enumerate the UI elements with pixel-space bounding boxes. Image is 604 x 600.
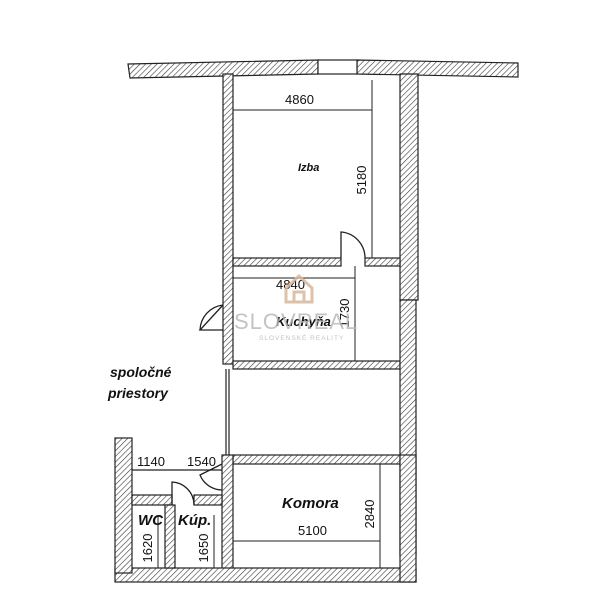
room-label-kuchyna: Kuchyňa — [276, 314, 331, 329]
izba-door-icon — [340, 231, 366, 259]
doors — [171, 231, 366, 506]
room-label-izba: Izba — [298, 162, 319, 174]
common-area-line1: spoločné — [110, 364, 172, 380]
watermark: SLOVREAL SLOVENSKÉ REALITY — [234, 273, 358, 342]
dim-izba-width: 4860 — [285, 92, 314, 107]
dim-komora-width: 5100 — [298, 523, 327, 538]
kup-top-wall — [193, 494, 223, 506]
room-label-komora: Komora — [282, 495, 339, 512]
dim-kup-length: 1650 — [196, 534, 211, 563]
wc-top-wall — [131, 494, 173, 506]
wall-izba-kuchyna — [232, 257, 342, 267]
dim-kuchyna-length: 1730 — [337, 299, 352, 328]
wc-left-wall — [114, 437, 133, 574]
wc-divider — [164, 504, 176, 569]
wall-middle-bottom — [232, 454, 401, 465]
watermark-brand: SLOVREAL — [234, 309, 358, 334]
room-label-kupelna: Kúp. — [178, 512, 211, 529]
wall-izba-kuchyna-r — [364, 257, 401, 267]
right-wall-lower — [399, 454, 417, 583]
dim-wc-length: 1620 — [140, 534, 155, 563]
dim-wc-width: 1140 — [137, 454, 165, 469]
dimension-lines — [135, 80, 381, 568]
komora-door-icon — [199, 463, 223, 491]
top-window — [317, 59, 358, 75]
house-logo-icon — [284, 273, 314, 304]
common-area-line2: priestory — [107, 385, 169, 401]
wall-kuchyna-bottom — [232, 360, 401, 370]
wc-door-icon — [171, 481, 195, 506]
watermark-tagline: SLOVENSKÉ REALITY — [259, 333, 344, 342]
right-wall-upper — [399, 73, 419, 301]
top-wall-right — [356, 59, 519, 78]
left-wall-upper — [222, 73, 234, 365]
walls — [114, 59, 519, 583]
dim-kup-width: 1540 — [187, 454, 216, 469]
bottom-wall — [114, 567, 417, 583]
dim-komora-length: 2840 — [362, 500, 377, 529]
left-wall-lower — [221, 454, 234, 576]
room-label-wc: WC — [138, 512, 164, 529]
dim-izba-length: 5180 — [354, 166, 369, 195]
